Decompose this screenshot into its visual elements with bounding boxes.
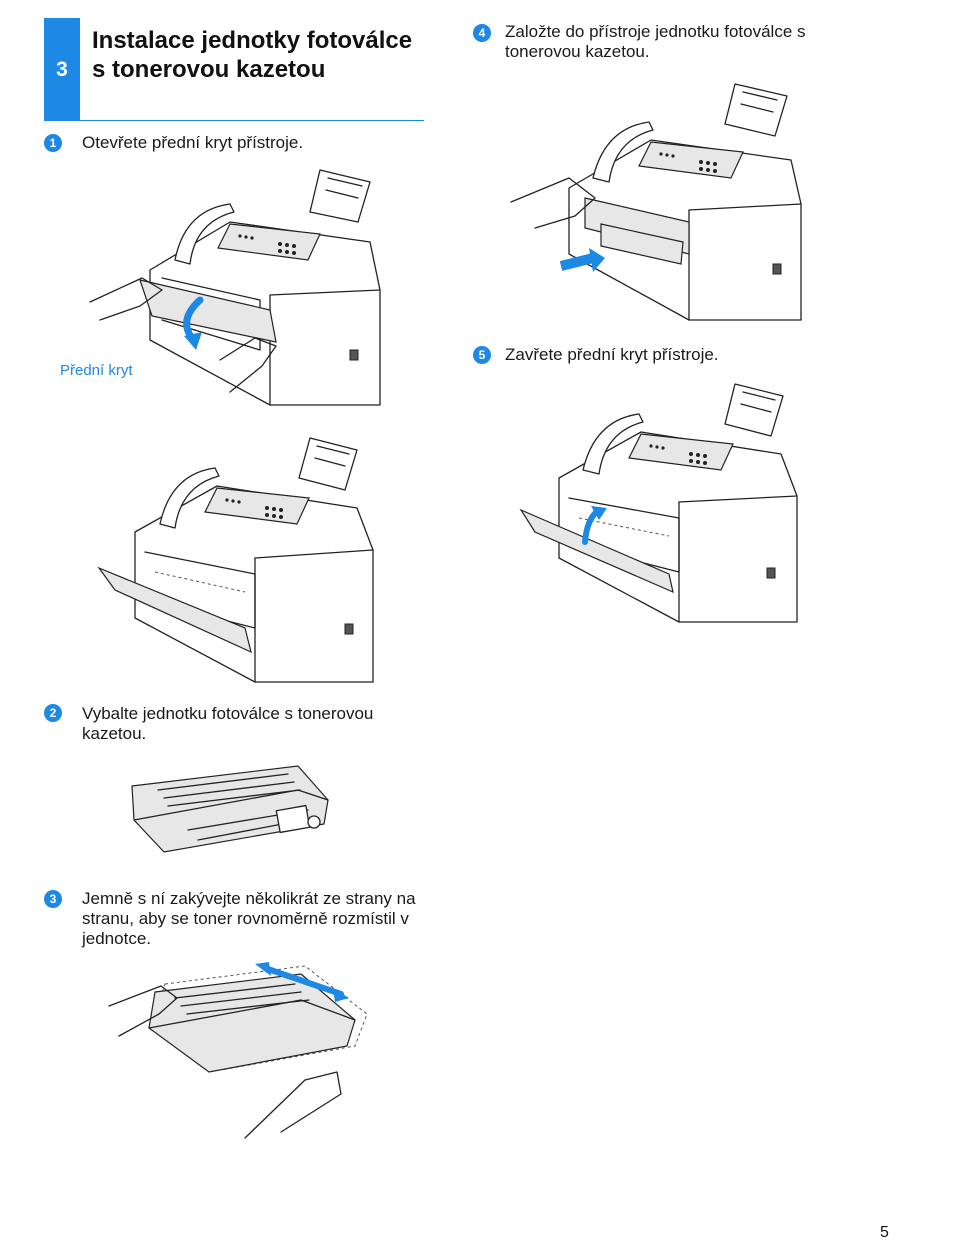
step-3-text: Jemně s ní zakývejte několikrát ze stran… [82, 889, 416, 948]
illustration-cover-open [97, 437, 374, 683]
step-5-text: Zavřete přední kryt přístroje. [505, 345, 719, 364]
title-divider [80, 120, 424, 121]
illustration-close-front-cover [519, 383, 798, 623]
step-5-marker: 5 [473, 346, 491, 364]
step-4-marker: 4 [473, 24, 491, 42]
step-1-text: Otevřete přední kryt přístroje. [82, 133, 304, 152]
front-cover-callout: Přední kryt [60, 362, 133, 379]
illustration-shake-drum-unit [108, 962, 368, 1139]
step-1-marker: 1 [44, 134, 62, 152]
illustration-insert-drum-unit [510, 83, 802, 321]
section-number-badge: 3 [44, 18, 80, 121]
illustration-open-front-cover [89, 169, 381, 406]
step-3-marker: 3 [44, 890, 62, 908]
step-2-marker: 2 [44, 704, 62, 722]
step-4-text: Založte do přístroje jednotku fotoválce … [505, 22, 806, 61]
section-title: Instalace jednotky fotoválce s tonerovou… [92, 27, 413, 83]
illustration-drum-unit [131, 765, 329, 853]
step-2-text: Vybalte jednotku fotoválce s tonerovou k… [82, 704, 374, 743]
page-number: 5 [880, 1224, 889, 1241]
